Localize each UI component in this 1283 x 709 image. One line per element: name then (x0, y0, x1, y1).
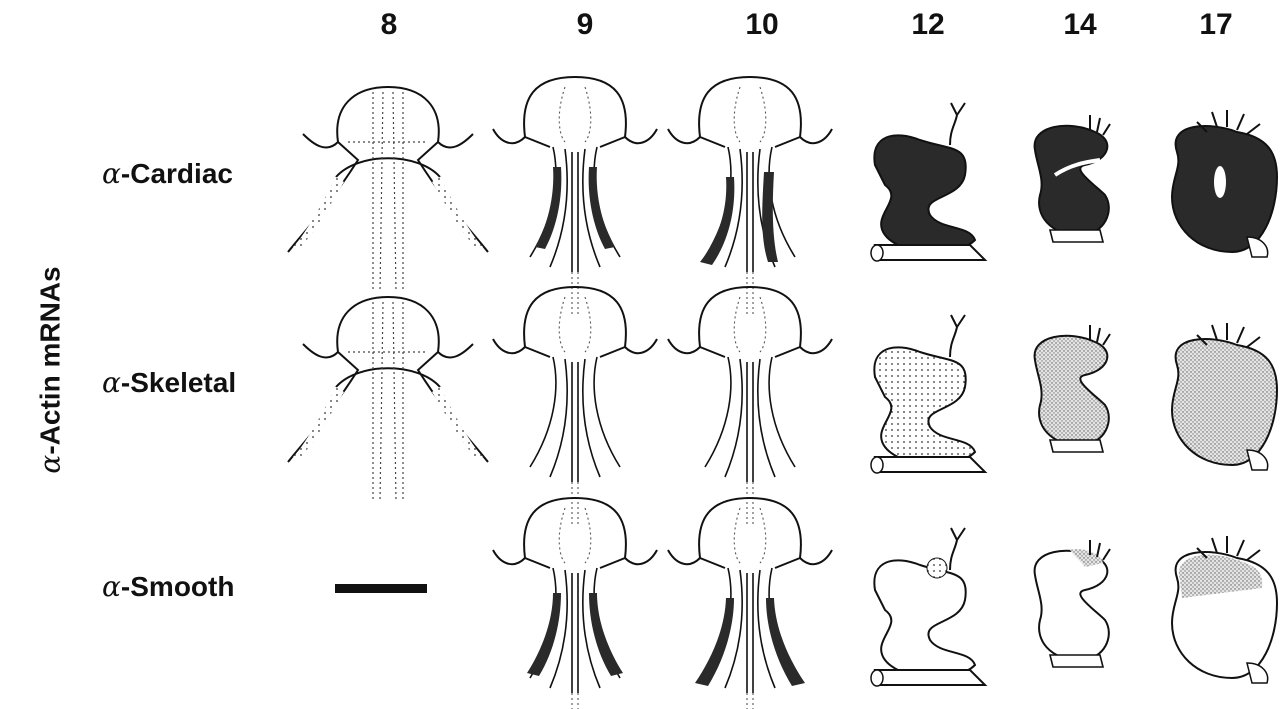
diagram-smooth-12 (871, 528, 985, 686)
diagram-skeletal-8 (288, 297, 488, 502)
diagram-smooth-10 (668, 498, 832, 709)
diagram-skeletal-10 (668, 287, 832, 527)
diagram-skeletal-9 (493, 287, 657, 527)
diagram-cardiac-14 (1035, 115, 1110, 242)
diagram-skeletal-17 (1172, 323, 1277, 470)
diagram-cardiac-9 (493, 77, 657, 317)
diagram-smooth-17 (1172, 536, 1277, 683)
diagram-cardiac-8 (288, 87, 488, 292)
diagram-skeletal-12 (871, 315, 985, 473)
diagram-cardiac-17 (1172, 110, 1277, 257)
diagram-cardiac-12 (871, 103, 985, 261)
diagram-cardiac-10 (668, 77, 832, 317)
diagram-smooth-14 (1035, 540, 1110, 667)
diagram-smooth-9 (493, 498, 657, 709)
diagram-skeletal-14 (1035, 325, 1110, 452)
diagram-smooth-8-absent-bar (335, 584, 427, 593)
